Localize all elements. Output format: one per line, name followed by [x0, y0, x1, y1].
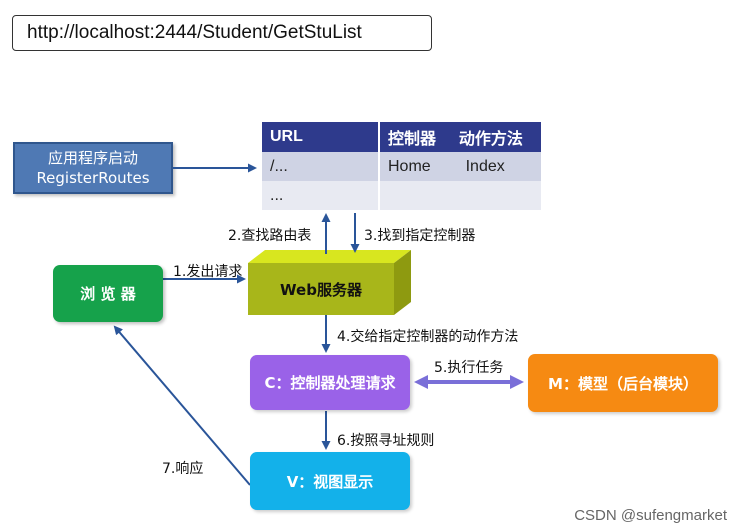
step4-label: 4.交给指定控制器的动作方法: [337, 329, 519, 345]
step6-label: 6.按照寻址规则: [337, 433, 435, 449]
controller-node: C：控制器处理请求: [250, 355, 410, 410]
route-cell-empty: [379, 181, 541, 210]
route-cell-url: ...: [262, 181, 380, 210]
model-node: M：模型（后台模块）: [528, 354, 718, 412]
web-server-node: Web服务器: [280, 280, 362, 299]
register-routes-line1: 应用程序启动: [47, 149, 138, 167]
step7-label: 7.响应: [162, 461, 204, 477]
route-cell-controller-action: Home Index: [379, 152, 541, 181]
view-node: V：视图显示: [250, 452, 410, 510]
register-routes-line2: RegisterRoutes: [36, 169, 150, 187]
route-cell-action: Index: [465, 157, 505, 175]
browser-node: 浏 览 器: [53, 265, 163, 322]
route-header-controller: 控制器: [388, 131, 437, 148]
table-row: ...: [262, 181, 541, 210]
table-row: /... Home Index: [262, 152, 541, 181]
route-header-url: URL: [262, 122, 380, 152]
web-server-box: [248, 250, 411, 315]
route-cell-url: /...: [262, 152, 380, 181]
watermark: CSDN @sufengmarket: [574, 507, 727, 524]
route-header-action: 动作方法: [458, 131, 523, 148]
step1-label: 1.发出请求: [173, 264, 243, 280]
route-table: URL 控制器 动作方法 /... Home Index ...: [262, 122, 541, 210]
route-header-controller-action: 控制器 动作方法: [379, 122, 541, 152]
arrow-step7: [113, 325, 251, 486]
step5-label: 5.执行任务: [434, 360, 504, 376]
step3-label: 3.找到指定控制器: [364, 228, 476, 244]
url-bar: http://localhost:2444/Student/GetStuList: [12, 15, 432, 51]
route-cell-controller: Home: [388, 157, 431, 175]
route-table-header: URL 控制器 动作方法: [262, 122, 541, 152]
step2-label: 2.查找路由表: [228, 228, 312, 244]
register-routes-node: 应用程序启动 RegisterRoutes: [13, 142, 173, 194]
